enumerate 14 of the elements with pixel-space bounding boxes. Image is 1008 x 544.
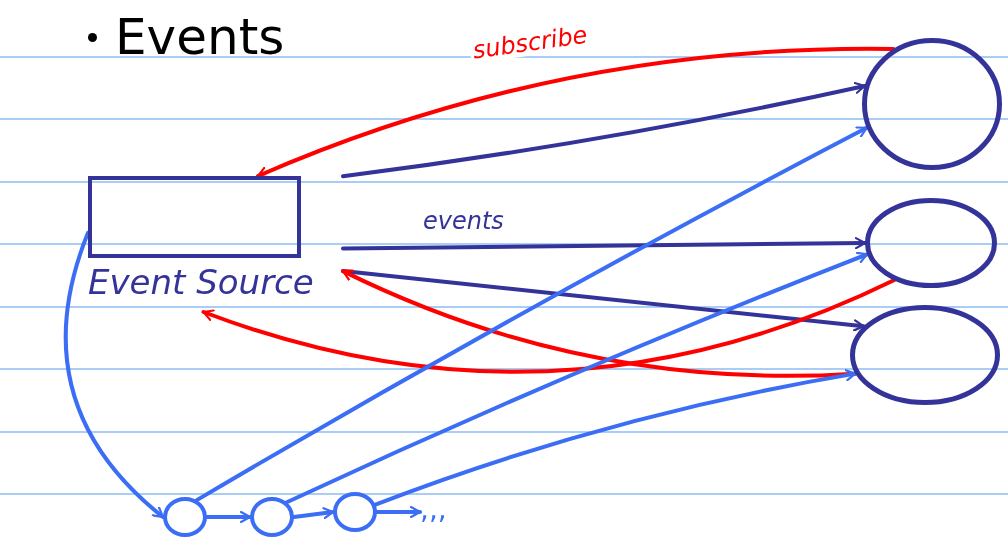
arrow bbox=[341, 269, 866, 332]
arrow bbox=[292, 507, 335, 520]
arrow bbox=[194, 125, 869, 503]
node-label: Event Source bbox=[88, 262, 314, 302]
arrow bbox=[256, 46, 896, 179]
arrow bbox=[205, 510, 252, 524]
continuation-marks: ,,, bbox=[420, 496, 448, 524]
arrow bbox=[341, 81, 867, 179]
arrow bbox=[375, 505, 422, 519]
arrow bbox=[341, 237, 867, 251]
arrow bbox=[201, 278, 896, 374]
arrow bbox=[284, 251, 870, 505]
title: Events bbox=[115, 8, 285, 66]
arrow bbox=[373, 369, 858, 507]
